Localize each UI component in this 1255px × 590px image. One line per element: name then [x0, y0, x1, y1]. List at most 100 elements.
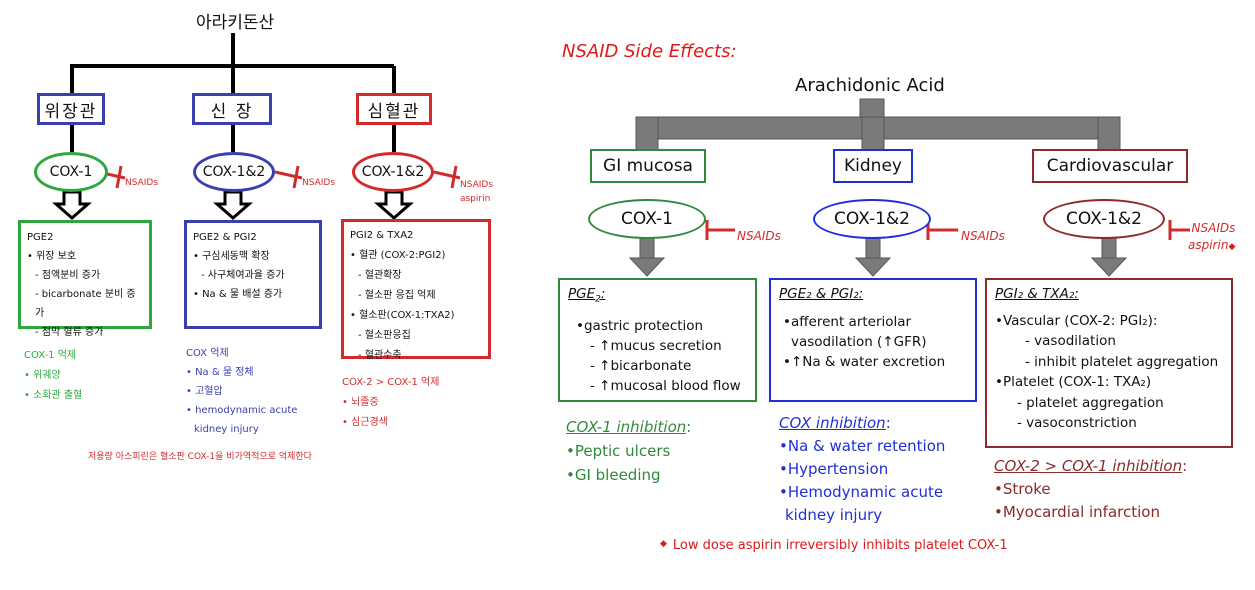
left-branch-gi-title: 위장관 — [44, 101, 98, 122]
right-kidney-effect: vasodilation (↑GFR) — [791, 334, 927, 350]
right-cv-inhibition-item: •Myocardial infarction — [994, 503, 1160, 521]
right-cv-inhibition-colon: : — [1182, 457, 1188, 475]
right-kidney-effect: •↑Na & water excretion — [783, 354, 946, 370]
right-footnote-text: Low dose aspirin irreversibly inhibits p… — [672, 538, 1008, 553]
right-kidney-inhibitor: NSAIDs — [961, 229, 1005, 243]
right-cv-inhibitor-sub: aspirin — [1188, 238, 1229, 252]
right-cv-effect: •Platelet (COX-1: TXA₂) — [995, 374, 1152, 390]
right-kidney-inhibition-item: •Hemodynamic acute — [779, 483, 944, 501]
left-kidney-inhibition-item: • 고혈압 — [186, 386, 223, 397]
right-kidney-inhibition: COX inhibition: •Na & water retention •H… — [779, 412, 945, 527]
left-cv-inhibition: COX-2 > COX-1 억제 • 뇌졸중 • 심근경색 — [342, 373, 439, 433]
left-cox12-cv-label: COX-1&2 — [361, 164, 425, 180]
right-cv-effect: •Vascular (COX-2: PGI₂): — [995, 312, 1158, 329]
right-gi-inhibition-title: COX-1 inhibition — [566, 418, 687, 436]
right-kidney-effects-box: PGE₂ & PGI₂: •afferent arteriolar vasodi… — [769, 278, 977, 402]
right-kidney-inhibition-title: COX inhibition — [779, 414, 886, 432]
left-cv-inhibition-item: • 뇌졸중 — [342, 397, 379, 408]
left-branch-cv-title: 심혈관 — [367, 101, 421, 122]
left-gi-effect: • 위장 보호 — [27, 251, 77, 262]
right-cv-inhibition: COX-2 > COX-1 inhibition: •Stroke •Myoca… — [994, 455, 1187, 524]
right-branch-kidney-title: Kidney — [844, 156, 902, 176]
left-gi-effect: - bicarbonate 분비 증가 — [35, 289, 136, 319]
left-gi-inhibition: COX-1 억제 • 위궤양 • 소화관 출혈 — [24, 346, 82, 406]
left-cv-inhibitors: NSAIDs aspirin — [460, 178, 493, 206]
right-gi-inhibition-item: •Peptic ulcers — [566, 442, 671, 460]
right-branch-gi-title: GI mucosa — [603, 156, 693, 176]
right-gi-effect: - ↑mucosal blood flow — [590, 377, 741, 394]
left-footnote: 저용량 아스피린은 혈소판 COX-1을 비가역적으로 억제한다 — [88, 452, 312, 462]
right-cox12-kidney-label: COX-1&2 — [834, 209, 910, 229]
left-branch-kidney-header: 신 장 — [192, 93, 272, 125]
right-cox1-ellipse: COX-1 — [588, 199, 706, 239]
left-kidney-inhibitor: NSAIDs — [302, 178, 336, 188]
left-kidney-inhibition-item: kidney injury — [194, 424, 259, 435]
right-cv-effect: - vasodilation — [1025, 333, 1116, 349]
left-branch-cv-header: 심혈관 — [356, 93, 432, 125]
right-gi-inhibition-colon: : — [686, 418, 692, 436]
right-gi-mediator-main: PGE — [568, 286, 596, 302]
left-gi-effect: - 점액분비 증가 — [35, 270, 101, 281]
right-gi-mediator-rest: : — [600, 286, 606, 302]
left-kidney-effect: - 사구체여과율 증가 — [201, 270, 285, 281]
left-cv-effect: - 혈관수축 — [358, 350, 402, 361]
right-title: NSAID Side Effects: — [562, 41, 737, 62]
left-cv-inhibition-item: • 심근경색 — [342, 417, 388, 428]
diamond-marker-icon: ◆ — [1228, 242, 1236, 252]
left-kidney-inhibition-item: • hemodynamic acute — [186, 405, 298, 416]
right-kidney-inhibition-item: •Hypertension — [779, 460, 889, 478]
left-branch-gi-header: 위장관 — [37, 93, 105, 125]
left-cv-inhibitor: aspirin — [460, 194, 491, 204]
right-cox12-cv-ellipse: COX-1&2 — [1043, 199, 1165, 239]
left-kidney-inhibition-title: COX 억제 — [186, 348, 229, 359]
right-gi-inhibition: COX-1 inhibition: •Peptic ulcers •GI ble… — [566, 415, 691, 487]
right-kidney-mediator: PGE₂ & PGI₂: — [779, 286, 864, 302]
right-gi-mediator: PGE2: — [568, 284, 747, 310]
left-kidney-inhibition: COX 억제 • Na & 물 정체 • 고혈압 • hemodynamic a… — [186, 344, 297, 439]
right-kidney-inhibition-item: •Na & water retention — [779, 437, 946, 455]
left-cox1-ellipse: COX-1 — [34, 152, 108, 192]
right-gi-effect: - ↑bicarbonate — [590, 357, 692, 374]
right-cv-inhibitor: NSAIDs — [1191, 221, 1236, 235]
right-cox1-label: COX-1 — [621, 209, 673, 229]
left-cv-effect: • 혈소판(COX-1:TXA2) — [350, 310, 455, 321]
right-cv-effect: - inhibit platelet aggregation — [1025, 353, 1219, 370]
right-cv-effect: - vasoconstriction — [1017, 415, 1137, 431]
diamond-footnote-icon: ◆ — [660, 539, 667, 549]
right-cv-inhibition-item: •Stroke — [994, 480, 1051, 498]
left-kidney-effect: • 구심세동맥 확장 — [193, 251, 270, 262]
left-root-label: 아라키돈산 — [196, 13, 275, 33]
left-cox1-label: COX-1 — [49, 164, 93, 180]
left-gi-inhibition-item: • 소화관 출혈 — [24, 390, 83, 401]
left-cv-effect: - 혈관확장 — [358, 270, 402, 281]
left-kidney-mediator: PGE2 & PGI2 — [193, 232, 257, 243]
right-branch-cv-title: Cardiovascular — [1046, 156, 1174, 176]
left-cv-effect: • 혈관 (COX-2:PGI2) — [350, 250, 446, 261]
left-cv-mediator: PGI2 & TXA2 — [350, 230, 414, 241]
right-cox12-kidney-ellipse: COX-1&2 — [813, 199, 931, 239]
right-kidney-effect: •afferent arteriolar — [783, 314, 912, 330]
right-cv-effects-box: PGI₂ & TXA₂: •Vascular (COX-2: PGI₂): - … — [985, 278, 1233, 448]
left-gi-mediator: PGE2 — [27, 232, 54, 243]
right-gi-inhibition-item: •GI bleeding — [566, 466, 661, 484]
left-cv-inhibition-title: COX-2 > COX-1 억제 — [342, 377, 440, 388]
left-cv-effect: - 혈소판 응집 억제 — [358, 290, 436, 301]
right-footnote: ◆ Low dose aspirin irreversibly inhibits … — [660, 538, 1008, 553]
right-branch-cv-header: Cardiovascular — [1032, 149, 1188, 183]
right-branch-kidney-header: Kidney — [833, 149, 913, 183]
right-branch-gi-header: GI mucosa — [590, 149, 706, 183]
right-gi-effect: - ↑mucus secretion — [590, 337, 722, 354]
left-kidney-effects-box: PGE2 & PGI2 • 구심세동맥 확장 - 사구체여과율 증가 • Na … — [184, 220, 322, 329]
left-kidney-inhibition-item: • Na & 물 정체 — [186, 367, 254, 378]
left-gi-effect: - 점막 혈류 증가 — [35, 327, 104, 338]
left-cv-effects-box: PGI2 & TXA2 • 혈관 (COX-2:PGI2) - 혈관확장 - 혈… — [341, 219, 491, 361]
right-gi-mediator-sub: 2 — [595, 294, 601, 305]
right-kidney-inhibition-colon: : — [885, 414, 891, 432]
left-cox12-cv-ellipse: COX-1&2 — [352, 152, 434, 192]
right-gi-effects-box: PGE2: •gastric protection - ↑mucus secre… — [558, 278, 757, 402]
right-cv-inhibitors: NSAIDs aspirin◆ — [1188, 220, 1235, 256]
right-gi-inhibitor: NSAIDs — [737, 229, 781, 243]
right-gi-effect: •gastric protection — [576, 317, 704, 334]
left-branch-kidney-title: 신 장 — [210, 101, 254, 122]
